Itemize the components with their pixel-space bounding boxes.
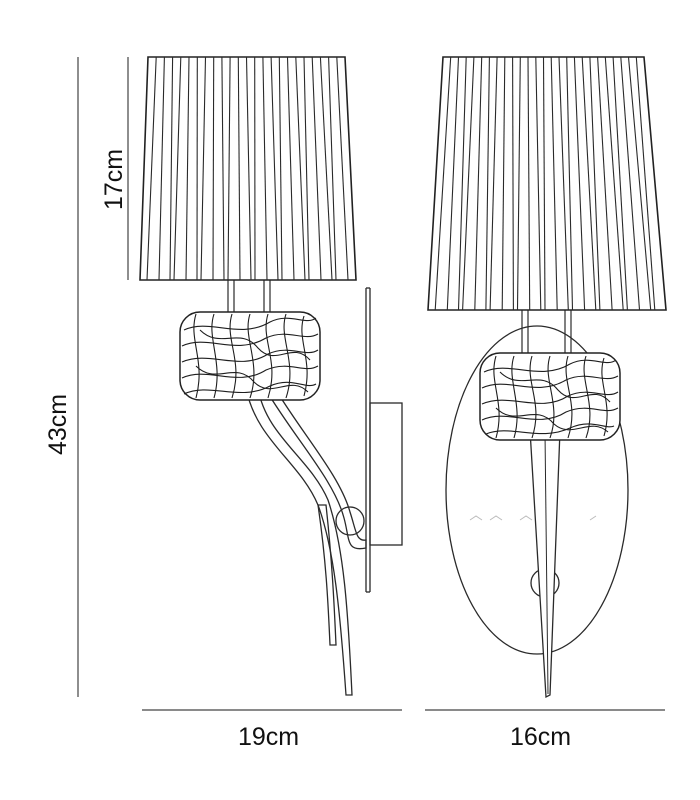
side-shade-pleat-line [328, 56, 337, 281]
front-shade-pleat-line [501, 56, 506, 311]
front-shade-pleat-line [535, 56, 542, 311]
front-shade-pleat-line [597, 56, 613, 311]
front-shade-pleat-line [462, 56, 475, 311]
side-lampshade [139, 56, 357, 281]
front-woven-ring [479, 352, 621, 441]
front-shade-pleat-line [489, 56, 498, 311]
front-shade-pleat-line [542, 56, 546, 311]
side-shade-pleat-line [146, 56, 157, 281]
side-shade-pleat-line [303, 56, 310, 281]
front-shade-pleat-line [550, 56, 558, 311]
front-shade-pleat-line [612, 56, 628, 311]
front-shade-pleat-line [573, 56, 586, 311]
side-shade-pleat-line [336, 56, 349, 281]
front-shade-pleat-line [620, 56, 641, 311]
front-shade-pleat-line [589, 56, 601, 311]
front-shade-pleat-line [604, 56, 624, 311]
front-shade-pleat-line [627, 56, 652, 311]
front-shade-pleat-line [516, 56, 521, 311]
shade-height-label: 17cm [100, 149, 128, 210]
side-shade-pleat-line [311, 56, 322, 281]
side-width-label: 19cm [238, 723, 299, 751]
front-shade-pleat-line [457, 56, 467, 311]
front-shade-pleat-line [566, 56, 574, 311]
side-arm-branch [264, 389, 367, 550]
side-woven-ring [179, 311, 321, 401]
front-shade-pleat-line [474, 56, 483, 311]
side-shade-pleat-line [262, 56, 268, 281]
front-lampshade [427, 56, 667, 311]
front-shade-stems [521, 310, 572, 358]
side-shade-pleat-line [237, 56, 241, 281]
side-arm-rod [245, 387, 353, 696]
side-view [139, 56, 403, 696]
front-width-label: 16cm [510, 723, 571, 751]
front-shade-pleat-line [512, 56, 514, 311]
side-shade-pleat-line [319, 56, 333, 281]
side-shade-pleat-line [286, 56, 295, 281]
front-shade-pleat-line [527, 56, 531, 311]
side-shade-pleat-line [212, 56, 215, 281]
side-shade-pleat-line [270, 56, 279, 281]
dimension-lines [77, 57, 665, 711]
side-shade-pleat-line [169, 56, 174, 281]
front-shade-pleat-line [558, 56, 569, 311]
front-shade-pleat-line [581, 56, 597, 311]
side-shade-pleat-line [185, 56, 190, 281]
front-shade-pleat-line [446, 56, 460, 311]
side-arm-tail [317, 504, 337, 646]
side-shade-pleat-line [200, 56, 207, 281]
front-shade-pleat-line [434, 56, 452, 311]
side-shade-stems [227, 280, 271, 312]
side-knob [335, 506, 365, 536]
front-shade-pleat-line [485, 56, 490, 311]
front-shade-pleat-line [635, 56, 656, 311]
side-shade-pleat-line [158, 56, 165, 281]
side-shade-pleat-line [173, 56, 182, 281]
side-shade-pleat-line [227, 56, 231, 281]
front-view [427, 56, 667, 699]
total-height-label: 43cm [44, 394, 72, 455]
side-mounting-box [369, 402, 403, 546]
side-shade-pleat-line [278, 56, 283, 281]
side-shade-pleat-line [295, 56, 306, 281]
side-shade-pleat-line [221, 56, 225, 281]
side-shade-pleat-line [245, 56, 252, 281]
